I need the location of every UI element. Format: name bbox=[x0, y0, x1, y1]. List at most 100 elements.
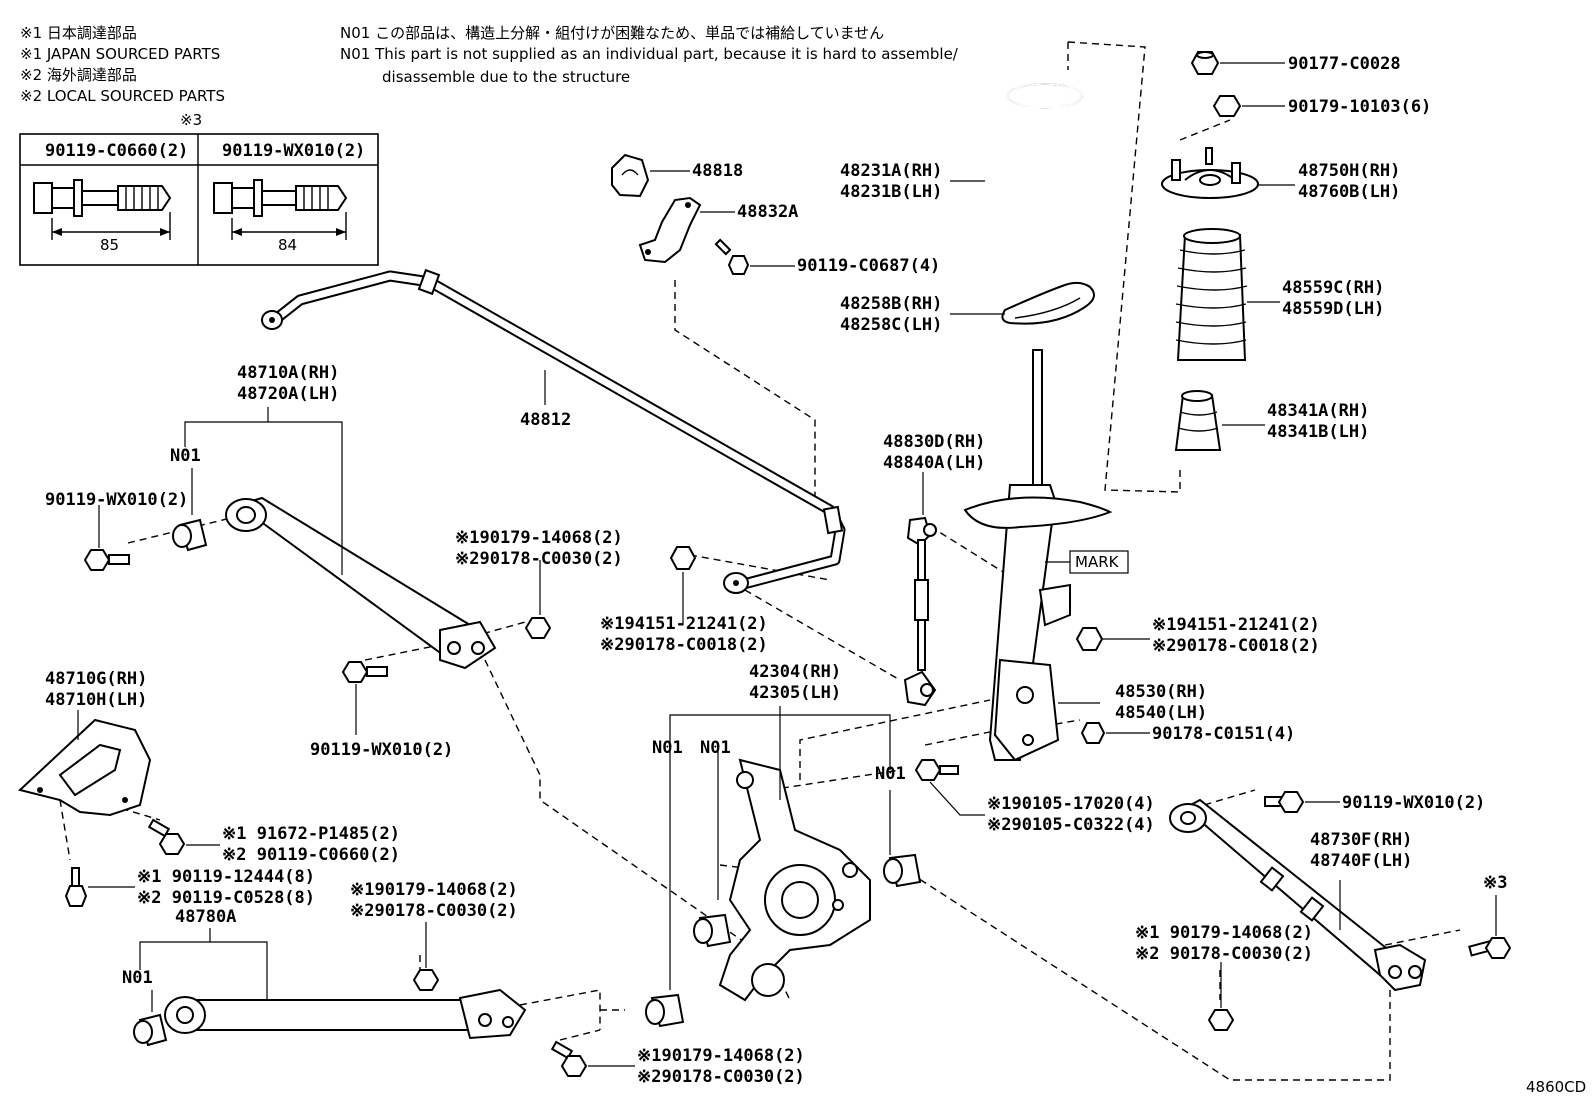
label-48750H: 48750H(RH) bbox=[1298, 161, 1400, 181]
label-48818: 48818 bbox=[692, 161, 743, 181]
label-90177-C0028: 90177-C0028 bbox=[1288, 54, 1401, 74]
nut-90179-14068-upper[interactable] bbox=[524, 617, 552, 639]
label-90119-WX010-bottom: 90119-WX010(2) bbox=[310, 740, 453, 760]
note-n01-en-line1: N01 This part is not supplied as an indi… bbox=[340, 45, 959, 63]
label-90119-12444: ※1 90119-12444(8) bbox=[137, 867, 315, 887]
bushing-n01-knuckle-2[interactable] bbox=[693, 913, 732, 948]
label-94151-21241-right: ※194151-21241(2) bbox=[1152, 615, 1320, 635]
label-n01-knuckle-2: N01 bbox=[700, 738, 731, 758]
label-n01-upper-arm: N01 bbox=[170, 446, 201, 466]
label-90178-C0018-center: ※290178-C0018(2) bbox=[600, 635, 768, 655]
upper-arm-48710A[interactable] bbox=[225, 496, 497, 670]
nut-90177-C0028[interactable] bbox=[1190, 51, 1220, 75]
label-48559D: 48559D(LH) bbox=[1282, 299, 1384, 319]
label-48258B: 48258B(RH) bbox=[840, 294, 942, 314]
bump-stopper-48341[interactable] bbox=[1174, 390, 1222, 451]
label-48710H: 48710H(LH) bbox=[45, 690, 147, 710]
label-90179-14068-middle: ※190179-14068(2) bbox=[350, 880, 518, 900]
note-n01-en-line2: disassemble due to the structure bbox=[382, 68, 630, 86]
note-local-sourced-en: ※2 LOCAL SOURCED PARTS bbox=[20, 87, 225, 105]
label-48341B: 48341B(LH) bbox=[1267, 422, 1369, 442]
label-90105-17020: ※190105-17020(4) bbox=[987, 794, 1155, 814]
nut-90179-10103[interactable] bbox=[1212, 95, 1242, 117]
bolt-90119-WX010-right[interactable] bbox=[1264, 791, 1305, 813]
bolt-table-col2-part: 90119-WX010(2) bbox=[222, 141, 365, 161]
label-90105-C0322: ※290105-C0322(4) bbox=[987, 815, 1155, 835]
label-90178-C0030-bottom: ※290178-C0030(2) bbox=[637, 1067, 805, 1087]
nut-94151-21241-center[interactable] bbox=[669, 546, 697, 570]
figure-code: 4860CD bbox=[1526, 1078, 1586, 1096]
upper-support-48750H[interactable] bbox=[1161, 147, 1259, 199]
label-48231A: 48231A(RH) bbox=[840, 161, 942, 181]
bolt-90119-WX010-left[interactable] bbox=[83, 549, 130, 571]
label-n01-knuckle-3: N01 bbox=[875, 764, 906, 784]
bushing-n01-lower-arm[interactable] bbox=[133, 1013, 168, 1047]
bolt-90119-12444[interactable] bbox=[64, 867, 88, 907]
bushing-n01-knuckle-1[interactable] bbox=[645, 993, 685, 1028]
cam-bolt-icon bbox=[213, 179, 348, 217]
label-90119-C0687: 90119-C0687(4) bbox=[797, 256, 940, 276]
bolt-table-col1-part: 90119-C0660(2) bbox=[45, 141, 188, 161]
nut-90179-14068-middle[interactable] bbox=[412, 969, 440, 991]
stabilizer-bar-48812[interactable] bbox=[261, 268, 846, 594]
coil-spring-48231[interactable] bbox=[983, 83, 1107, 262]
bolt-91672-P1485[interactable] bbox=[147, 818, 186, 855]
bolt-90119-WX010-bottom[interactable] bbox=[341, 661, 388, 683]
label-90178-C0018-right: ※290178-C0018(2) bbox=[1152, 636, 1320, 656]
label-94151-21241-center: ※194151-21241(2) bbox=[600, 614, 768, 634]
cam-bolt-icon bbox=[33, 179, 172, 217]
label-48559C: 48559C(RH) bbox=[1282, 278, 1384, 298]
nut-90178-C0151[interactable] bbox=[1080, 722, 1106, 744]
lower-arm-48730F[interactable] bbox=[1169, 798, 1427, 992]
label-42304: 42304(RH) bbox=[749, 662, 841, 682]
label-90119-C0660: ※2 90119-C0660(2) bbox=[222, 845, 400, 865]
label-91672-P1485: ※1 91672-P1485(2) bbox=[222, 824, 400, 844]
note-local-sourced-jp: ※2 海外調達部品 bbox=[20, 66, 137, 84]
label-48740F: 48740F(LH) bbox=[1310, 851, 1412, 871]
bolt-90179-14068-bottom[interactable] bbox=[550, 1040, 588, 1077]
label-90178-C0030-upper: ※290178-C0030(2) bbox=[455, 549, 623, 569]
label-42305: 42305(LH) bbox=[749, 683, 841, 703]
label-90179-10103: 90179-10103(6) bbox=[1288, 97, 1431, 117]
label-mark3-right: ※3 bbox=[1483, 873, 1507, 893]
label-48231B: 48231B(LH) bbox=[840, 182, 942, 202]
note-n01-jp: N01 この部品は、構造上分解・組付けが困難なため、単品では補給していません bbox=[340, 24, 884, 42]
label-90119-WX010-right: 90119-WX010(2) bbox=[1342, 793, 1485, 813]
bushing-n01-knuckle-3[interactable] bbox=[883, 853, 922, 888]
cam-bolt-right[interactable] bbox=[1468, 937, 1512, 959]
spring-insulator-48258[interactable] bbox=[1001, 281, 1095, 325]
bracket-48710G[interactable] bbox=[17, 718, 152, 817]
label-48530: 48530(RH) bbox=[1115, 682, 1207, 702]
label-48540: 48540(LH) bbox=[1115, 703, 1207, 723]
label-48830D: 48830D(RH) bbox=[883, 432, 985, 452]
knuckle-42304[interactable] bbox=[718, 758, 871, 1002]
bolt-90119-C0687[interactable] bbox=[714, 238, 750, 275]
label-48840A: 48840A(LH) bbox=[883, 453, 985, 473]
label-90179-14068-right: ※1 90179-14068(2) bbox=[1135, 923, 1313, 943]
nut-94151-21241-right[interactable] bbox=[1075, 627, 1104, 651]
bolt-table: 90119-C0660(2) 90119-WX010(2) 85 bbox=[19, 133, 379, 266]
bolt-table-col1-length: 85 bbox=[100, 236, 119, 254]
label-48832A: 48832A bbox=[737, 202, 798, 222]
label-90178-C0151: 90178-C0151(4) bbox=[1152, 724, 1295, 744]
label-90179-14068-upper: ※190179-14068(2) bbox=[455, 528, 623, 548]
bolt-table-col2-length: 84 bbox=[278, 236, 297, 254]
label-90179-14068-bottom: ※190179-14068(2) bbox=[637, 1046, 805, 1066]
stabilizer-bracket-48832A[interactable] bbox=[638, 196, 702, 264]
nut-90179-14068-right[interactable] bbox=[1207, 1009, 1235, 1031]
bolt-table-mark: ※3 bbox=[180, 111, 202, 129]
dust-boot-48559[interactable] bbox=[1175, 228, 1248, 361]
lower-arm-48780A[interactable] bbox=[164, 988, 527, 1040]
label-mark: MARK bbox=[1075, 553, 1120, 571]
stabilizer-bushing-48818[interactable] bbox=[611, 153, 650, 198]
label-48730F: 48730F(RH) bbox=[1310, 830, 1412, 850]
label-n01-lower-arm: N01 bbox=[122, 968, 153, 988]
bolt-90105-17020[interactable] bbox=[914, 759, 959, 781]
stabilizer-link-48830D[interactable] bbox=[903, 516, 937, 707]
bushing-n01-upper-arm[interactable] bbox=[172, 518, 208, 552]
note-japan-sourced-jp: ※1 日本調達部品 bbox=[20, 24, 137, 42]
label-48258C: 48258C(LH) bbox=[840, 315, 942, 335]
shock-absorber-48530[interactable] bbox=[963, 349, 1113, 762]
label-48710G: 48710G(RH) bbox=[45, 669, 147, 689]
